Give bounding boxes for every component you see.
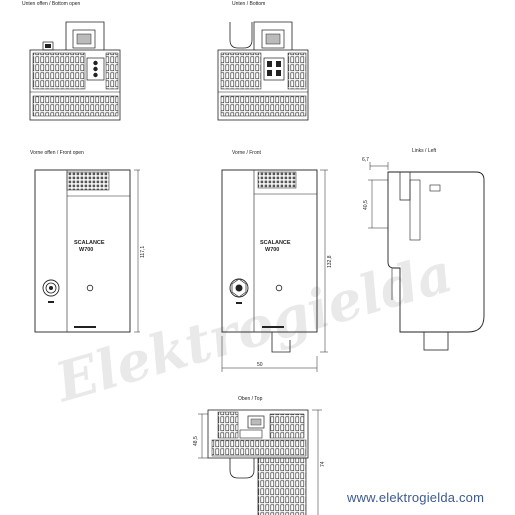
title-bottom-open: Unten offen / Bottom open xyxy=(22,1,81,7)
bottom-open-view xyxy=(29,21,121,121)
front-open-view: SCALANCE W700 117,1 xyxy=(34,169,146,333)
title-left: Links / Left xyxy=(412,148,437,154)
front-view: SCALANCE W700 132,8 50 xyxy=(221,169,333,372)
dim-left-offset: 6,7 xyxy=(362,157,369,163)
title-front: Vorne / Front xyxy=(232,150,261,156)
dim-top-depth: 74 xyxy=(320,461,326,467)
bottom-view xyxy=(217,21,309,121)
dim-front-open-height: 117,1 xyxy=(140,246,146,258)
watermark-diagonal-text: Elektrogielda xyxy=(47,240,459,415)
dim-front-width: 50 xyxy=(257,362,263,368)
watermark-url: www.elektrogielda.com xyxy=(347,490,485,505)
front-open-model: W700 xyxy=(79,247,93,253)
front-open-brand: SCALANCE xyxy=(74,240,105,246)
title-bottom: Unten / Bottom xyxy=(232,1,266,7)
left-view: 6,7 40,5 xyxy=(362,157,485,351)
dim-front-height: 132,8 xyxy=(327,255,333,268)
front-model: W700 xyxy=(265,247,279,253)
title-front-open: Vorne offen / Front open xyxy=(30,150,84,156)
dim-top-height: 48,5 xyxy=(193,436,199,446)
title-top: Oben / Top xyxy=(238,396,263,402)
front-brand: SCALANCE xyxy=(260,240,291,246)
dim-left-height: 40,5 xyxy=(363,200,369,210)
top-view: 48,5 74 xyxy=(193,409,326,515)
